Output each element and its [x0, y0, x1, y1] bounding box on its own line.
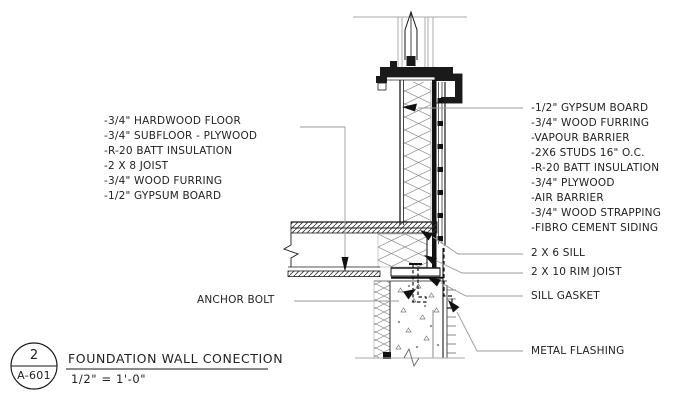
label-vapour-barrier: -VAPOUR BARRIER — [531, 132, 630, 144]
floor-break-symbol — [282, 233, 300, 267]
sheet-number: A-601 — [17, 369, 51, 382]
detail-scale: 1/2" = 1'-0" — [71, 372, 147, 386]
label-wood-strapping: -3/4" WOOD STRAPPING — [531, 207, 662, 219]
label-wall-insulation: -R-20 BATT INSULATION — [531, 162, 660, 174]
label-wall-furring: -3/4" WOOD FURRING — [531, 117, 650, 129]
label-joist: -2 X 8 JOIST — [104, 160, 169, 172]
label-studs: -2X6 STUDS 16" O.C. — [531, 147, 645, 159]
ceiling-gypsum-layer — [287, 270, 381, 277]
label-air-barrier: -AIR BARRIER — [531, 192, 604, 204]
label-subfloor: -3/4" SUBFLOOR - PLYWOOD — [104, 130, 258, 142]
label-wall-gypsum: -1/2" GYPSUM BOARD — [531, 102, 649, 114]
label-hardwood-floor: -3/4" HARDWOOD FLOOR — [104, 115, 241, 127]
foundation-wall — [373, 248, 456, 359]
leader-arrowheads — [341, 103, 460, 313]
right-label-block: -1/2" GYPSUM BOARD -3/4" WOOD FURRING -V… — [531, 101, 661, 236]
floor-assembly — [282, 221, 438, 277]
label-wood-furring: -3/4" WOOD FURRING — [104, 175, 223, 187]
siding-strapping-blocks — [437, 98, 443, 241]
anchor-bolt-dashed — [412, 264, 427, 303]
label-sill-gasket: SILL GASKET — [531, 290, 600, 302]
bottom-break-symbol — [403, 347, 420, 368]
hardwood-floor-layer — [290, 221, 438, 229]
joist-batt-insulation-hatch — [377, 233, 428, 268]
detail-number: 2 — [29, 348, 39, 363]
wall-section — [399, 80, 446, 270]
detail-title: FOUNDATION WALL CONECTION — [68, 351, 284, 366]
label-fibro-siding: -FIBRO CEMENT SIDING — [531, 222, 659, 234]
title-block-graphics — [10, 342, 268, 390]
label-gypsum-board: -1/2" GYPSUM BOARD — [104, 190, 222, 202]
label-plywood: -3/4" PLYWOOD — [531, 177, 615, 189]
label-sill: 2 X 6 SILL — [531, 247, 586, 259]
foundation-insulation-hatch — [373, 280, 391, 359]
wall-sheathing — [432, 80, 437, 270]
label-metal-flashing: METAL FLASHING — [531, 345, 625, 357]
window-section-above — [376, 10, 463, 104]
left-label-block: -3/4" HARDWOOD FLOOR -3/4" SUBFLOOR - PL… — [104, 114, 257, 204]
leader-lines — [294, 107, 523, 352]
label-rim-joist: 2 X 10 RIM JOIST — [531, 266, 622, 278]
label-anchor-bolt: ANCHOR BOLT — [197, 294, 275, 306]
label-batt-insulation: -R-20 BATT INSULATION — [104, 145, 233, 157]
subfloor-layer — [290, 227, 438, 234]
wall-batt-insulation-hatch — [404, 82, 431, 222]
